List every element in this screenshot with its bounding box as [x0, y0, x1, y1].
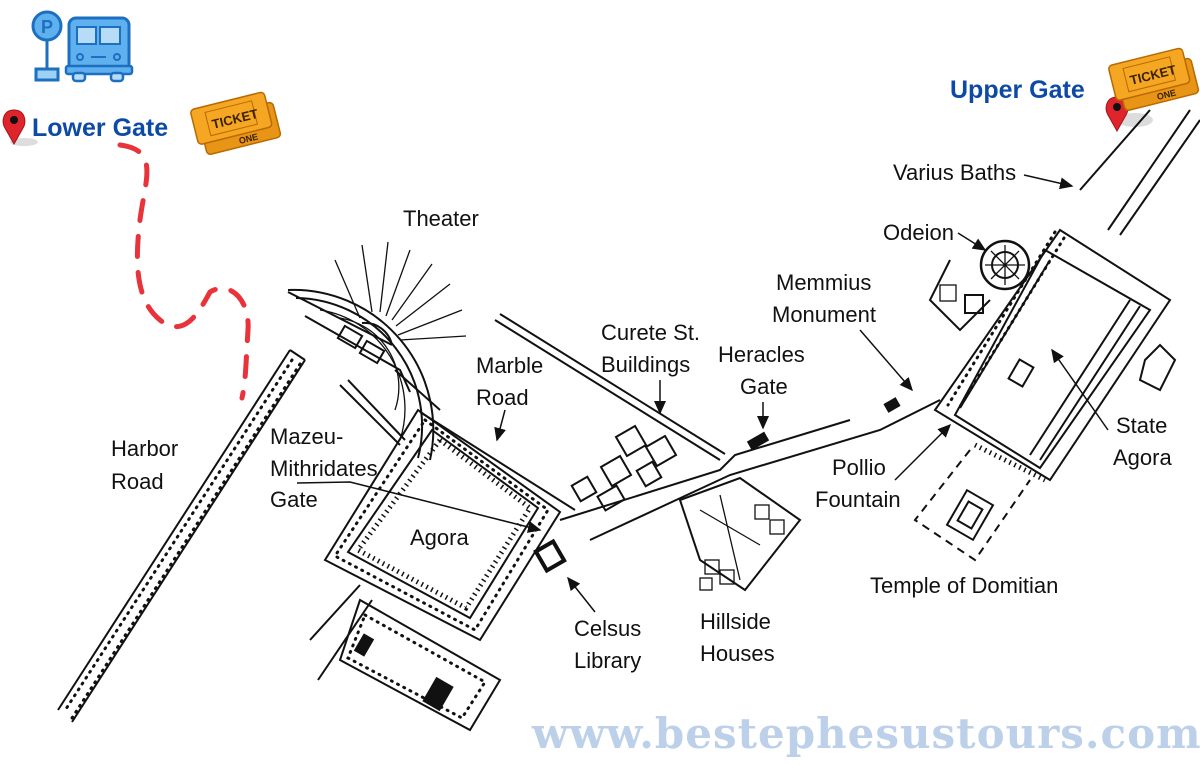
label-state-agora-2: Agora [1113, 445, 1172, 470]
parking-letter: P [41, 17, 53, 37]
label-varius-baths[interactable]: Varius Baths [893, 160, 1016, 185]
label-memmius-monument[interactable]: Memmius [776, 270, 871, 295]
label-pollio-2: Fountain [815, 487, 901, 512]
odeion [928, 239, 1031, 332]
label-pollio-fountain[interactable]: Pollio [832, 455, 886, 480]
ticket-sub-text: ONE [1156, 88, 1177, 102]
label-curete-2: Buildings [601, 352, 690, 377]
upper-gate-label: Upper Gate [950, 76, 1085, 104]
label-temple-of-domitian[interactable]: Temple of Domitian [870, 573, 1058, 598]
label-curete-st-buildings[interactable]: Curete St. [601, 320, 700, 345]
label-hillside-houses[interactable]: Hillside [700, 609, 771, 634]
label-theater[interactable]: Theater [403, 206, 479, 231]
label-harbor-road-2: Road [111, 469, 164, 494]
label-mazeu-3: Gate [270, 487, 318, 512]
label-celsus-2: Library [574, 648, 641, 673]
marble-road [339, 313, 726, 511]
label-heracles-gate[interactable]: Heracles [718, 342, 805, 367]
temple-of-domitian [913, 442, 1047, 562]
theater [287, 241, 467, 461]
label-odeion[interactable]: Odeion [883, 220, 954, 245]
label-heracles-2: Gate [740, 374, 788, 399]
lower-gate-label: Lower Gate [32, 114, 168, 142]
label-agora[interactable]: Agora [410, 525, 469, 550]
label-memmius-2: Monument [772, 302, 876, 327]
ticket-icon-upper: TICKET ONE [1107, 45, 1200, 114]
lower-agora [309, 408, 562, 732]
bus-icon [64, 16, 134, 83]
lower-gate-marker[interactable]: Lower Gate [2, 109, 168, 146]
watermark: www.bestephesustours.com [531, 709, 1200, 758]
label-harbor-road[interactable]: Harbor [111, 436, 178, 461]
ticket-sub-text: ONE [238, 132, 259, 146]
hillside-houses [678, 476, 802, 592]
map-labels: Theater Harbor Road Marble Road Mazeu- M… [111, 160, 1172, 673]
harbor-road [57, 349, 306, 723]
label-mazeu-mithridates-gate[interactable]: Mazeu- [270, 424, 343, 449]
label-marble-road-2: Road [476, 385, 529, 410]
label-marble-road[interactable]: Marble [476, 353, 543, 378]
curete-street-buildings [533, 397, 941, 574]
ticket-icon-lower: TICKET ONE [189, 89, 282, 158]
walking-route [117, 142, 251, 401]
state-agora [933, 109, 1200, 482]
label-state-agora[interactable]: State [1116, 413, 1167, 438]
label-mazeu-2: Mithridates [270, 456, 378, 481]
upper-gate-marker[interactable]: Upper Gate [950, 76, 1153, 132]
label-celsus-library[interactable]: Celsus [574, 616, 641, 641]
label-hillside-2: Houses [700, 641, 775, 666]
parking-bus-icon: P [31, 10, 134, 83]
parking-sign-icon: P [31, 10, 63, 82]
